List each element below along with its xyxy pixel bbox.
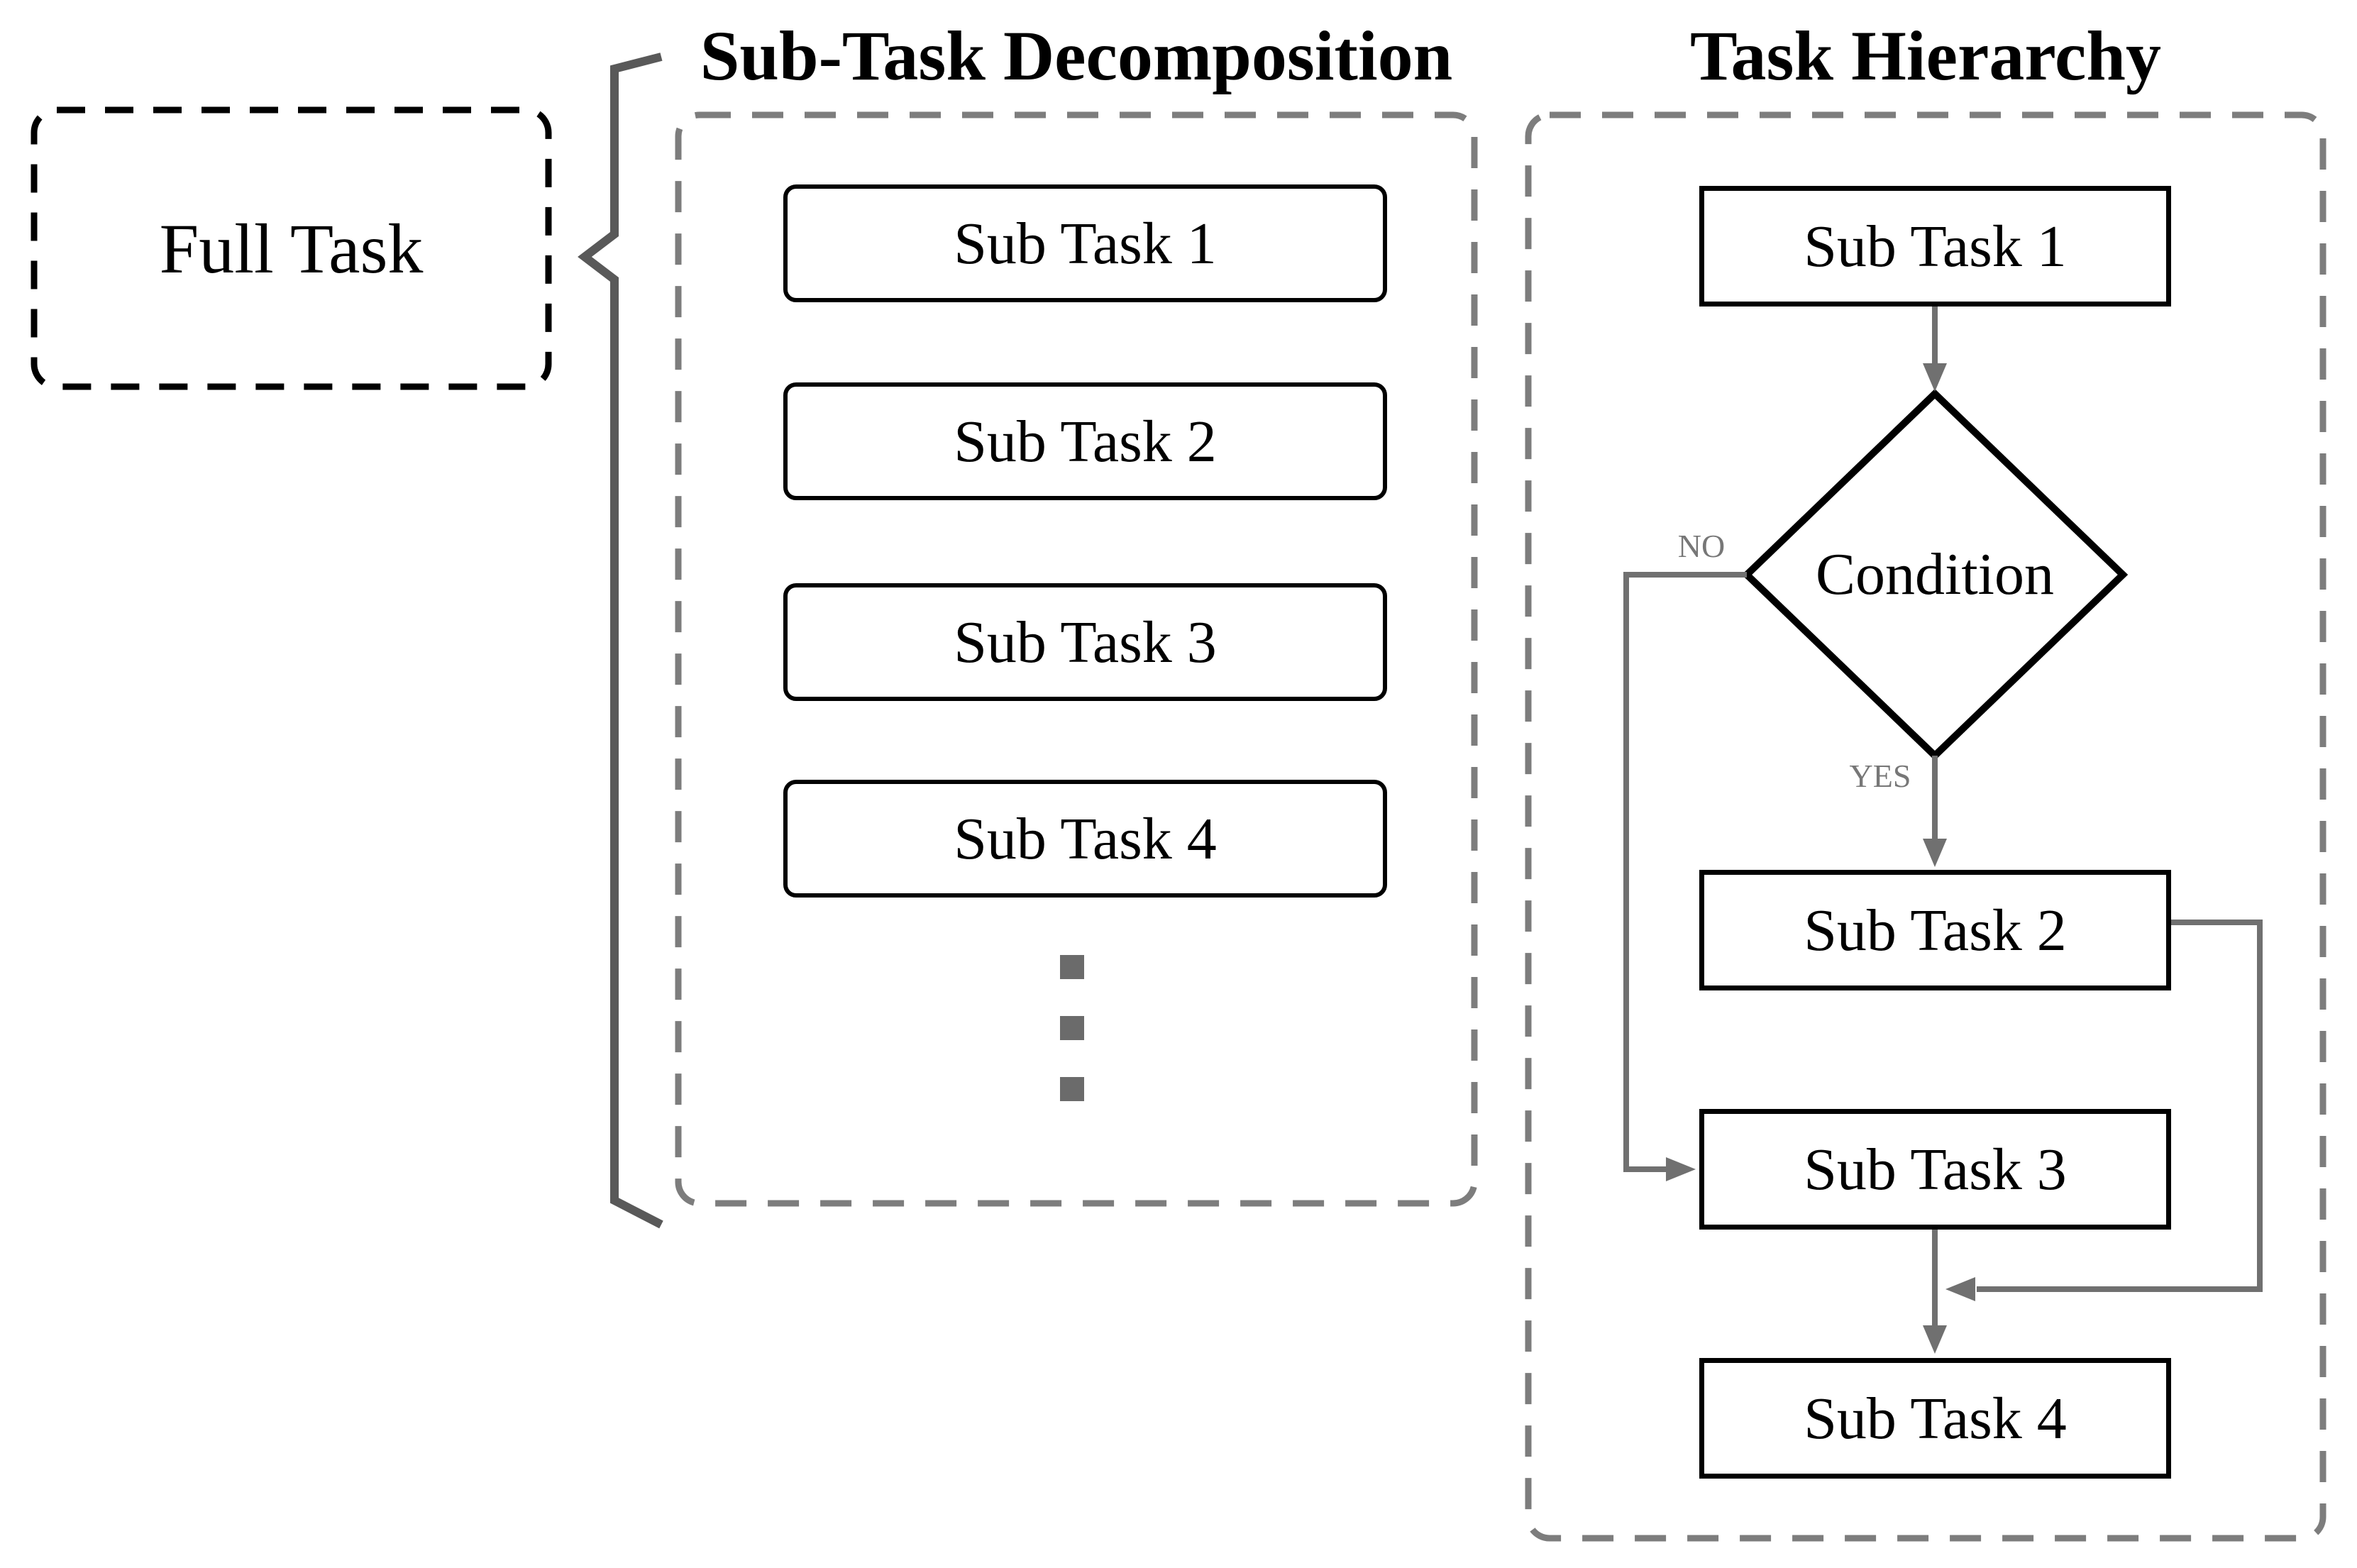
decomposition-item-1: Sub Task 1 [783,184,1387,302]
ellipsis-dot [1060,1016,1084,1040]
decomposition-item-2: Sub Task 2 [783,382,1387,500]
arrowhead-into-condition [1923,363,1947,392]
ellipsis-dot [1060,1077,1084,1101]
full-task-label: Full Task [159,209,424,288]
branch-label-yes: YES [1849,757,1911,794]
decomposition-brace [578,53,663,1229]
connector-no-to-step3 [1623,572,1747,1172]
decomposition-item-4: Sub Task 4 [783,780,1387,898]
decomposition-item-3: Sub Task 3 [783,583,1387,701]
full-task-box [31,106,552,390]
hierarchy-step4-box: Sub Task 4 [1699,1358,2171,1479]
hierarchy-step2-box: Sub Task 2 [1699,870,2171,990]
condition-label: Condition [1815,541,2055,607]
hierarchy-container-border [1525,111,2326,1542]
ellipsis-dot [1060,955,1084,979]
ellipsis-dots [1060,955,1084,1101]
branch-label-no: NO [1677,527,1726,564]
arrowhead-into-step3 [1666,1157,1696,1181]
hierarchy-title: Task Hierarchy [1690,16,2161,95]
connector-step2-loop [1977,920,2263,1292]
arrowhead-loop-merge [1945,1277,1975,1301]
decomposition-container-border [675,111,1478,1207]
decomposition-title: Sub-Task Decomposition [700,16,1453,95]
arrowhead-into-step4 [1923,1325,1947,1354]
hierarchy-step3-box: Sub Task 3 [1699,1109,2171,1230]
arrowhead-into-step2 [1923,839,1947,867]
hierarchy-step1-box: Sub Task 1 [1699,186,2171,307]
